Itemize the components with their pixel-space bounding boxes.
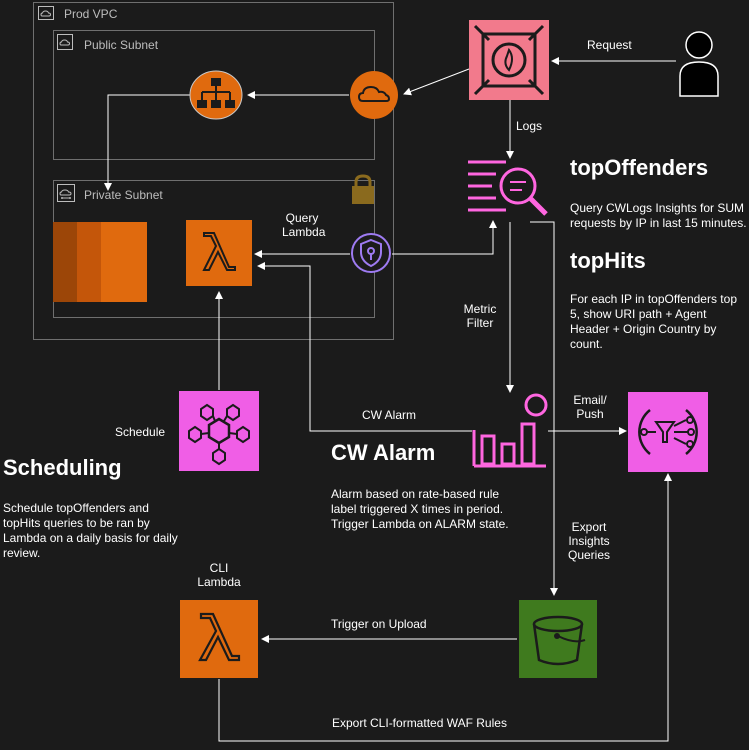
cw-alarm-edge-label: CW Alarm (362, 408, 416, 422)
top-offenders-desc: Query CWLogs Insights for SUM requests b… (570, 201, 747, 230)
private-subnet-label: Private Subnet (84, 188, 163, 202)
metric-filter-label: Metric Filter (463, 302, 497, 330)
eventbridge-icon[interactable] (179, 391, 259, 471)
request-label: Request (587, 38, 632, 52)
scheduling-desc: Schedule topOffenders and topHits querie… (3, 501, 178, 560)
schedule-label: Schedule (115, 425, 166, 439)
logs-label: Logs (516, 119, 543, 133)
scheduling-title: Scheduling (3, 455, 122, 480)
cli-lambda-icon[interactable] (180, 600, 258, 678)
logs-insights-icon[interactable] (466, 158, 550, 220)
sns-icon[interactable] (628, 392, 708, 472)
user-icon (678, 30, 720, 98)
lambda-icon[interactable] (186, 220, 252, 286)
prod-vpc-group (33, 2, 394, 340)
public-subnet-icon (57, 34, 73, 50)
export-cli-label: Export CLI-formatted WAF Rules (332, 716, 507, 730)
vpc-endpoint-icon[interactable] (350, 232, 392, 274)
cw-alarm-desc: Alarm based on rate-based rule label tri… (331, 487, 509, 531)
top-hits-title: topHits (570, 248, 646, 273)
s3-bucket-icon[interactable] (519, 600, 597, 678)
email-push-label: Email/ Push (573, 393, 607, 421)
export-insights-label: Export Insights Queries (567, 520, 611, 562)
private-subnet-icon (57, 184, 75, 202)
public-subnet-label: Public Subnet (84, 38, 159, 52)
cloudfront-icon[interactable] (349, 70, 399, 120)
load-balancer-icon[interactable] (186, 70, 246, 120)
top-offenders-title: topOffenders (570, 155, 709, 180)
ec2-icon[interactable] (53, 222, 147, 302)
trigger-upload-label: Trigger on Upload (331, 617, 427, 631)
cli-lambda-label: CLI Lambda (197, 561, 241, 589)
vpc-cloud-icon (38, 6, 54, 20)
top-hits-desc: For each IP in topOffenders top 5, show … (570, 292, 737, 351)
lock-icon (349, 173, 377, 205)
query-lambda-label: Query Lambda (282, 211, 326, 239)
vpc-label: Prod VPC (64, 7, 118, 21)
waf-icon[interactable] (469, 20, 549, 100)
cloudwatch-alarm-icon[interactable] (472, 392, 548, 468)
cw-alarm-title: CW Alarm (331, 440, 436, 465)
